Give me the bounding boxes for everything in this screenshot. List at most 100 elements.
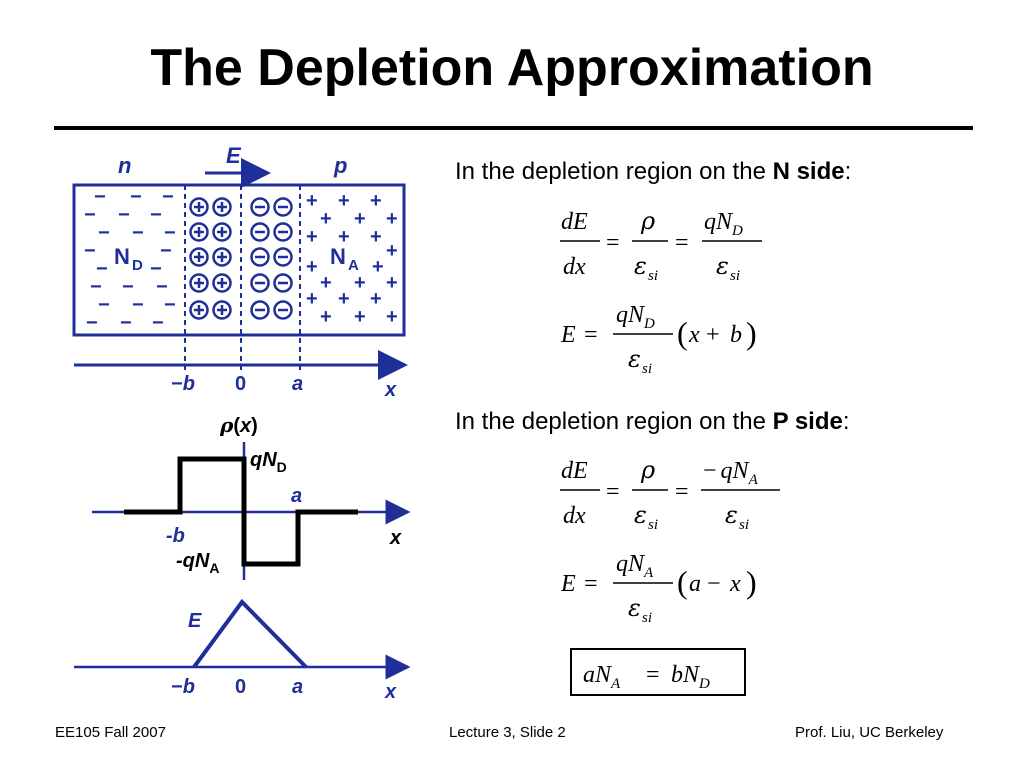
- svg-text:+: +: [386, 240, 398, 262]
- title-underline: [54, 126, 973, 130]
- p-side-heading: In the depletion region on the P side:: [455, 408, 850, 435]
- svg-text:): ): [746, 315, 757, 351]
- rho-tick-minus-b: -b: [166, 525, 185, 547]
- svg-text:+: +: [370, 288, 382, 310]
- svg-text:−: −: [118, 204, 130, 226]
- svg-text:−: −: [94, 186, 106, 208]
- svg-text:ρ: ρ: [640, 456, 655, 484]
- x-label-top: x: [384, 379, 397, 401]
- svg-text:−: −: [98, 294, 110, 316]
- svg-text:dE: dE: [561, 458, 588, 484]
- svg-text:(: (: [677, 564, 688, 600]
- acceptor-ion-charges: [250, 197, 293, 320]
- footer-course: EE105 Fall 2007: [55, 724, 166, 741]
- svg-text:dE: dE: [561, 209, 588, 235]
- acceptor-ion: [273, 300, 293, 320]
- acceptor-ion: [250, 247, 270, 267]
- svg-text:aNA: aNA: [583, 662, 621, 692]
- acceptor-ion: [273, 273, 293, 293]
- svg-text:=: =: [675, 479, 689, 505]
- svg-text:A: A: [348, 257, 359, 274]
- svg-text:si: si: [642, 361, 652, 377]
- svg-text:+: +: [320, 306, 332, 328]
- svg-text:ρ: ρ: [640, 207, 655, 235]
- svg-text:+: +: [354, 208, 366, 230]
- svg-text:−: −: [122, 276, 134, 298]
- svg-text:+: +: [338, 288, 350, 310]
- svg-text:(: (: [677, 315, 688, 351]
- svg-text:bND: bND: [671, 662, 710, 692]
- svg-text:dx: dx: [563, 503, 586, 529]
- svg-text:+: +: [354, 306, 366, 328]
- efield-x-label: x: [384, 681, 397, 703]
- svg-text:−: −: [164, 294, 176, 316]
- donor-ion: [212, 222, 232, 242]
- svg-text:+: +: [306, 190, 318, 212]
- svg-text:+: +: [706, 322, 720, 348]
- svg-text:−: −: [150, 204, 162, 226]
- svg-text:=: =: [675, 230, 689, 256]
- svg-text:−: −: [84, 204, 96, 226]
- svg-text:=: =: [606, 230, 620, 256]
- acceptor-ion: [273, 222, 293, 242]
- donor-ion: [212, 197, 232, 217]
- n-side-heading: In the depletion region on the N side:: [455, 158, 852, 185]
- tick-a-top: a: [292, 373, 303, 395]
- tick-zero-top: 0: [235, 373, 246, 395]
- charge-neutrality-equation: aNA = bND: [570, 648, 746, 696]
- svg-text:−: −: [150, 258, 162, 280]
- svg-text:−: −: [160, 240, 172, 262]
- donor-ion: [189, 197, 209, 217]
- efield-label: E: [188, 610, 202, 632]
- svg-text:dx: dx: [563, 254, 586, 280]
- svg-text:−: −: [707, 571, 721, 597]
- svg-text:si: si: [739, 517, 749, 533]
- svg-text:−: −: [98, 222, 110, 244]
- svg-text:−: −: [130, 186, 142, 208]
- svg-text:+: +: [372, 256, 384, 278]
- svg-text:x: x: [688, 322, 700, 348]
- acceptor-ion: [273, 247, 293, 267]
- svg-text:qND: qND: [616, 302, 655, 332]
- svg-text:−: −: [164, 222, 176, 244]
- svg-text:−: −: [162, 186, 174, 208]
- efield-triangle: [192, 598, 308, 669]
- donor-ion: [212, 247, 232, 267]
- efield-tick-zero: 0: [235, 676, 246, 698]
- efield-label-top: E: [226, 143, 242, 168]
- acceptor-ion: [250, 300, 270, 320]
- svg-text:ε: ε: [634, 252, 647, 280]
- svg-text:+: +: [338, 226, 350, 248]
- acceptor-ion: [273, 197, 293, 217]
- acceptor-ion: [250, 222, 270, 242]
- svg-text:−: −: [152, 312, 164, 334]
- svg-text:qNA: qNA: [616, 551, 654, 581]
- qNA-label: -qNA: [176, 550, 219, 576]
- slide-title: The Depletion Approximation: [150, 39, 874, 97]
- n-side-field-equation: E = qND ε si ( x + b ): [560, 302, 757, 377]
- svg-text:ε: ε: [725, 501, 738, 529]
- rho-x-label: x: [389, 527, 402, 549]
- svg-text:): ): [746, 564, 757, 600]
- tick-minus-b-top: −b: [171, 373, 195, 395]
- svg-text:−: −: [86, 312, 98, 334]
- efield-tick-minus-b: −b: [171, 676, 195, 698]
- svg-text:E: E: [560, 322, 576, 348]
- svg-text:qND: qND: [704, 209, 743, 239]
- n-side-minus-charges: −−− −−− −−− −− −− −−− −−− −−−: [84, 186, 176, 334]
- donor-ion: [189, 300, 209, 320]
- svg-text:=: =: [584, 571, 598, 597]
- svg-text:x: x: [729, 571, 741, 597]
- rho-axis-label: ρ(x): [219, 413, 258, 437]
- junction-box: [72, 183, 406, 337]
- svg-text:b: b: [730, 322, 742, 348]
- p-side-plus-charges: +++ +++ +++ + ++ +++ +++ +++: [306, 190, 398, 328]
- svg-text:+: +: [306, 256, 318, 278]
- svg-text:+: +: [320, 272, 332, 294]
- svg-text:E: E: [560, 571, 576, 597]
- svg-text:si: si: [730, 268, 740, 284]
- svg-text:+: +: [386, 306, 398, 328]
- svg-text:−: −: [96, 258, 108, 280]
